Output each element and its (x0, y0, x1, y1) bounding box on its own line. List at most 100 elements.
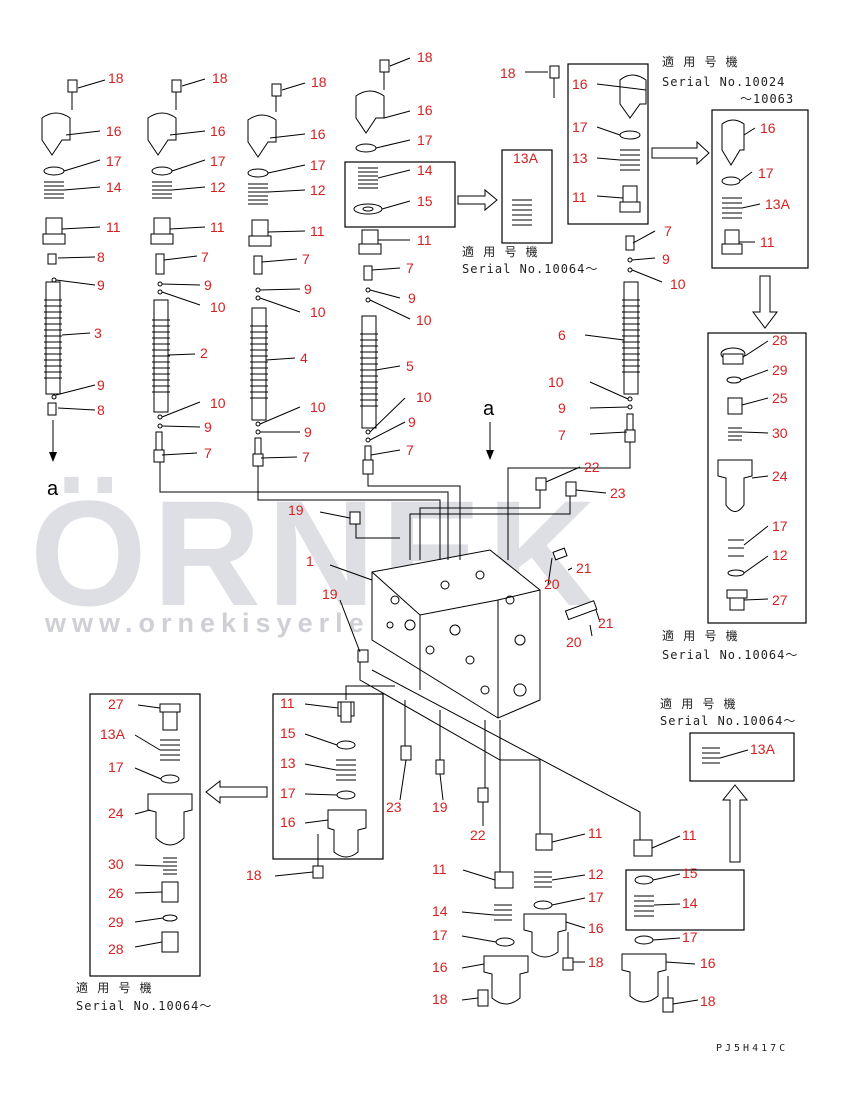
callout-17: 17 (588, 889, 604, 905)
callout-6: 6 (558, 327, 566, 343)
box-14-15 (344, 161, 456, 228)
callout-16: 16 (432, 959, 448, 975)
callout-11: 11 (682, 827, 697, 843)
callout-16: 16 (310, 126, 326, 142)
serial-note-range: Serial No.10064～ (76, 999, 212, 1013)
callout-21: 21 (598, 615, 614, 631)
callout-29: 29 (108, 914, 124, 930)
callout-15: 15 (682, 865, 698, 881)
bottom-col-12-parts (523, 833, 574, 971)
callout-9: 9 (408, 414, 416, 430)
callout-21: 21 (576, 560, 592, 576)
valve-body (371, 549, 541, 719)
parts (41, 59, 753, 1013)
callout-7: 7 (201, 249, 209, 265)
drawing-code: PJ5H417C (716, 1043, 788, 1054)
serial-note-range: Serial No.10064～ (462, 262, 598, 276)
callout-9: 9 (97, 377, 105, 393)
callout-14: 14 (682, 895, 698, 911)
callout-25: 25 (772, 390, 788, 406)
callout-10: 10 (210, 299, 226, 315)
callout-10: 10 (310, 399, 326, 415)
box-serial-10024 (567, 63, 649, 225)
column-1-parts (41, 79, 78, 416)
callout-9: 9 (204, 419, 212, 435)
callout-9: 9 (662, 251, 670, 267)
callout-30: 30 (772, 425, 788, 441)
column-6-parts (622, 235, 640, 443)
callout-28: 28 (108, 941, 124, 957)
callout-17: 17 (108, 759, 124, 775)
callout-8: 8 (97, 249, 105, 265)
leader-lines (55, 57, 769, 1005)
callout-17: 17 (758, 165, 774, 181)
callout-14: 14 (432, 903, 448, 919)
callout-11: 11 (572, 189, 587, 205)
callout-13a: 13A (513, 150, 539, 166)
callout-13a: 13A (765, 196, 791, 212)
callout-3: 3 (94, 325, 102, 341)
serial-notes: 適 用 号 機 Serial No.10024 ～10063 適 用 号 機 S… (76, 54, 797, 1013)
callout-27: 27 (772, 592, 788, 608)
serial-10024-parts (549, 65, 647, 213)
callout-24: 24 (772, 468, 788, 484)
callout-10: 10 (416, 312, 432, 328)
callout-18: 18 (588, 954, 604, 970)
callout-16: 16 (572, 76, 588, 92)
callout-13a: 13A (100, 726, 126, 742)
arrow-left-icon (205, 779, 268, 805)
arrow-right-icon-2 (651, 140, 710, 166)
callout-28: 28 (772, 332, 788, 348)
callout-18: 18 (246, 867, 262, 883)
callout-17: 17 (310, 157, 326, 173)
callout-16: 16 (760, 120, 776, 136)
callout-22: 22 (584, 459, 600, 475)
callout-30: 30 (108, 856, 124, 872)
arrow-down-icon (752, 275, 778, 329)
callout-17: 17 (280, 785, 296, 801)
callout-7: 7 (302, 449, 310, 465)
callout-24: 24 (108, 805, 124, 821)
arrow-down-icon-a1 (49, 452, 57, 462)
callout-18: 18 (212, 70, 228, 86)
callout-12: 12 (772, 547, 788, 563)
callout-16: 16 (280, 814, 296, 830)
callout-9: 9 (304, 281, 312, 297)
callout-9: 9 (97, 277, 105, 293)
callout-12: 12 (310, 182, 326, 198)
right-24-parts (717, 347, 753, 611)
callout-19: 19 (288, 502, 304, 518)
arrow-letter-a1: a (47, 478, 59, 500)
callout-11: 11 (210, 219, 225, 235)
bottom-mid-parts (477, 871, 529, 1007)
callout-10: 10 (548, 374, 564, 390)
connecting-lines (159, 442, 641, 872)
callout-7: 7 (406, 260, 414, 276)
callout-10: 10 (670, 276, 686, 292)
box-24-left (89, 693, 201, 977)
left-16-parts (312, 701, 367, 879)
box-16-left (272, 693, 384, 860)
callout-19: 19 (322, 586, 338, 602)
callout-7: 7 (204, 445, 212, 461)
serial-note-end: ～10063 (740, 92, 794, 106)
callout-11: 11 (310, 223, 325, 239)
callout-13: 13 (572, 150, 588, 166)
callout-2: 2 (200, 345, 208, 361)
serial-note-jp: 適 用 号 機 (660, 696, 737, 711)
callout-10: 10 (416, 389, 432, 405)
callout-17: 17 (417, 132, 433, 148)
callout-11: 11 (760, 234, 775, 250)
box-13a-right (711, 109, 809, 269)
callout-8: 8 (97, 402, 105, 418)
box-24-right (707, 332, 807, 624)
callout-7: 7 (664, 223, 672, 239)
callout-12: 12 (588, 866, 604, 882)
box-13a-low (689, 732, 795, 782)
callout-7: 7 (302, 251, 310, 267)
callout-labels: 18 16 17 14 11 8 9 3 9 8 18 16 17 12 11 … (94, 49, 791, 1009)
callout-19: 19 (432, 799, 448, 815)
callout-11: 11 (432, 861, 447, 877)
callout-13a: 13A (750, 741, 776, 757)
